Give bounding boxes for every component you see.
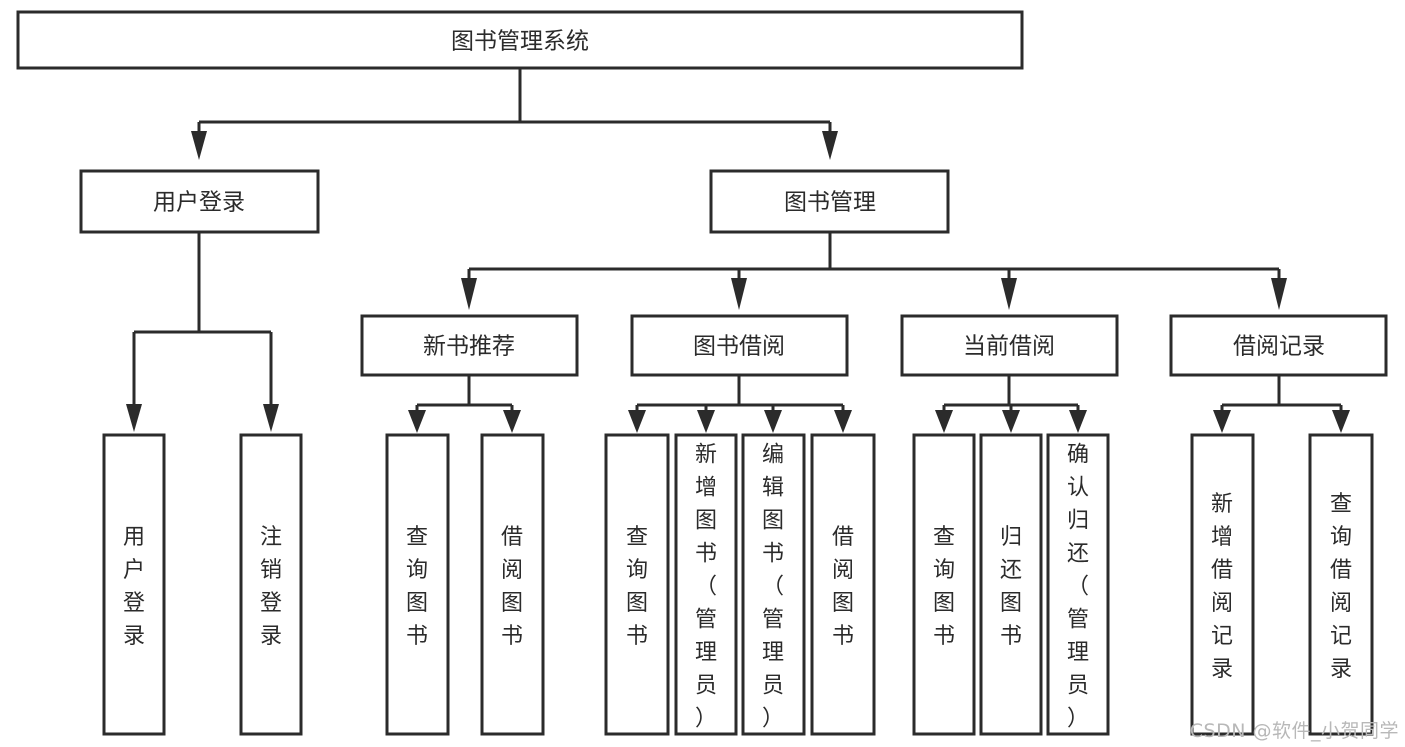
arrow-head-leaf-return-book: [1002, 410, 1020, 433]
arrow-head-leaf-borrow-book-2: [834, 410, 852, 433]
arrow-head-borrow-record: [1271, 278, 1287, 310]
node-leaf-user-logout[interactable]: 注销登录: [239, 433, 303, 736]
node-leaf-edit-book-label: 编辑图书（管理员）: [762, 443, 784, 732]
node-user-login-label: 用户登录: [153, 190, 245, 216]
node-borrow-record-label: 借阅记录: [1233, 334, 1325, 360]
node-current-borrow-label: 当前借阅: [963, 334, 1055, 360]
node-leaf-add-record-label: 新增借阅记录: [1211, 492, 1233, 682]
node-leaf-user-login-box[interactable]: [102, 433, 166, 736]
node-leaf-query-book-1-label: 查询图书: [406, 525, 428, 649]
arrow-head-leaf-user-login: [126, 404, 142, 432]
arrow-head-current-borrow: [1001, 278, 1017, 310]
node-layer: 图书管理系统 用户登录 图书管理 新书推荐 图书借阅: [16, 10, 1388, 736]
node-leaf-query-record-box[interactable]: [1308, 433, 1374, 736]
node-leaf-query-book-2[interactable]: 查询图书: [604, 433, 670, 736]
arrow-head-book-borrow: [731, 278, 747, 310]
node-borrow-record-box[interactable]: [1169, 314, 1388, 377]
arrow-head-leaf-add-book: [697, 410, 715, 433]
node-leaf-confirm-return-label: 确认归还（管理员）: [1067, 443, 1089, 732]
node-leaf-query-book-3[interactable]: 查询图书: [912, 433, 976, 736]
watermark-text: CSDN @软件_小贺同学: [1189, 720, 1399, 742]
node-leaf-borrow-book-1[interactable]: 借阅图书: [480, 433, 545, 736]
node-leaf-return-book[interactable]: 归还图书: [979, 433, 1043, 736]
node-leaf-query-book-1[interactable]: 查询图书: [385, 433, 450, 736]
node-leaf-query-record-label: 查询借阅记录: [1330, 492, 1352, 682]
arrow-head-new-book-recommend: [461, 278, 477, 310]
node-leaf-borrow-book-2-box[interactable]: [810, 433, 876, 736]
arrow-head-user-login: [191, 131, 207, 160]
node-leaf-add-record[interactable]: 新增借阅记录: [1190, 433, 1255, 736]
node-leaf-borrow-book-2[interactable]: 借阅图书: [810, 433, 876, 736]
node-new-book-recommend-label: 新书推荐: [423, 334, 515, 360]
node-book-manage[interactable]: 图书管理: [709, 169, 950, 234]
node-new-book-recommend-box[interactable]: [360, 314, 579, 377]
node-leaf-edit-book[interactable]: 编辑图书（管理员）: [741, 433, 806, 736]
connector-layer: [126, 68, 1350, 433]
node-leaf-user-logout-box[interactable]: [239, 433, 303, 736]
node-leaf-add-book-box[interactable]: [674, 433, 738, 736]
node-book-borrow-box[interactable]: [630, 314, 849, 377]
node-leaf-add-book-label: 新增图书（管理员）: [695, 443, 717, 732]
node-current-borrow-box[interactable]: [900, 314, 1119, 377]
node-leaf-borrow-book-1-label: 借阅图书: [501, 525, 523, 649]
arrow-head-leaf-edit-book: [764, 410, 782, 433]
node-book-manage-box[interactable]: [709, 169, 950, 234]
node-root[interactable]: 图书管理系统: [16, 10, 1024, 70]
node-user-login-box[interactable]: [79, 169, 320, 234]
node-leaf-confirm-return[interactable]: 确认归还（管理员）: [1046, 433, 1110, 736]
arrow-head-leaf-confirm-return: [1069, 410, 1087, 433]
node-leaf-return-book-label: 归还图书: [1000, 525, 1022, 649]
node-leaf-user-login[interactable]: 用户登录: [102, 433, 166, 736]
arrow-head-leaf-query-book-3: [935, 410, 953, 433]
node-leaf-user-logout-label: 注销登录: [260, 525, 282, 649]
arrow-head-leaf-query-book-2: [628, 410, 646, 433]
node-new-book-recommend[interactable]: 新书推荐: [360, 314, 579, 377]
node-leaf-return-book-box[interactable]: [979, 433, 1043, 736]
node-leaf-user-login-label: 用户登录: [123, 525, 145, 649]
arrow-head-book-manage: [822, 131, 838, 160]
node-leaf-borrow-book-1-box[interactable]: [480, 433, 545, 736]
arrow-head-leaf-add-record: [1213, 410, 1231, 433]
node-root-label: 图书管理系统: [451, 29, 589, 55]
node-book-borrow[interactable]: 图书借阅: [630, 314, 849, 377]
node-leaf-edit-book-box[interactable]: [741, 433, 806, 736]
arrow-head-leaf-query-book-1: [408, 410, 426, 433]
node-leaf-confirm-return-box[interactable]: [1046, 433, 1110, 736]
node-leaf-query-book-2-label: 查询图书: [626, 525, 648, 649]
arrow-head-leaf-borrow-book-1: [503, 410, 521, 433]
node-leaf-add-record-box[interactable]: [1190, 433, 1255, 736]
node-root-box[interactable]: [16, 10, 1024, 70]
arrow-head-leaf-query-record: [1332, 410, 1350, 433]
node-leaf-borrow-book-2-label: 借阅图书: [832, 525, 854, 649]
node-book-manage-label: 图书管理: [784, 190, 876, 216]
node-borrow-record[interactable]: 借阅记录: [1169, 314, 1388, 377]
node-leaf-query-book-2-box[interactable]: [604, 433, 670, 736]
node-book-borrow-label: 图书借阅: [693, 334, 785, 360]
node-leaf-query-record[interactable]: 查询借阅记录: [1308, 433, 1374, 736]
node-current-borrow[interactable]: 当前借阅: [900, 314, 1119, 377]
node-user-login[interactable]: 用户登录: [79, 169, 320, 234]
node-leaf-query-book-3-box[interactable]: [912, 433, 976, 736]
node-leaf-query-book-1-box[interactable]: [385, 433, 450, 736]
arrow-head-leaf-user-logout: [263, 404, 279, 432]
node-leaf-add-book[interactable]: 新增图书（管理员）: [674, 433, 738, 736]
node-leaf-query-book-3-label: 查询图书: [933, 525, 955, 649]
